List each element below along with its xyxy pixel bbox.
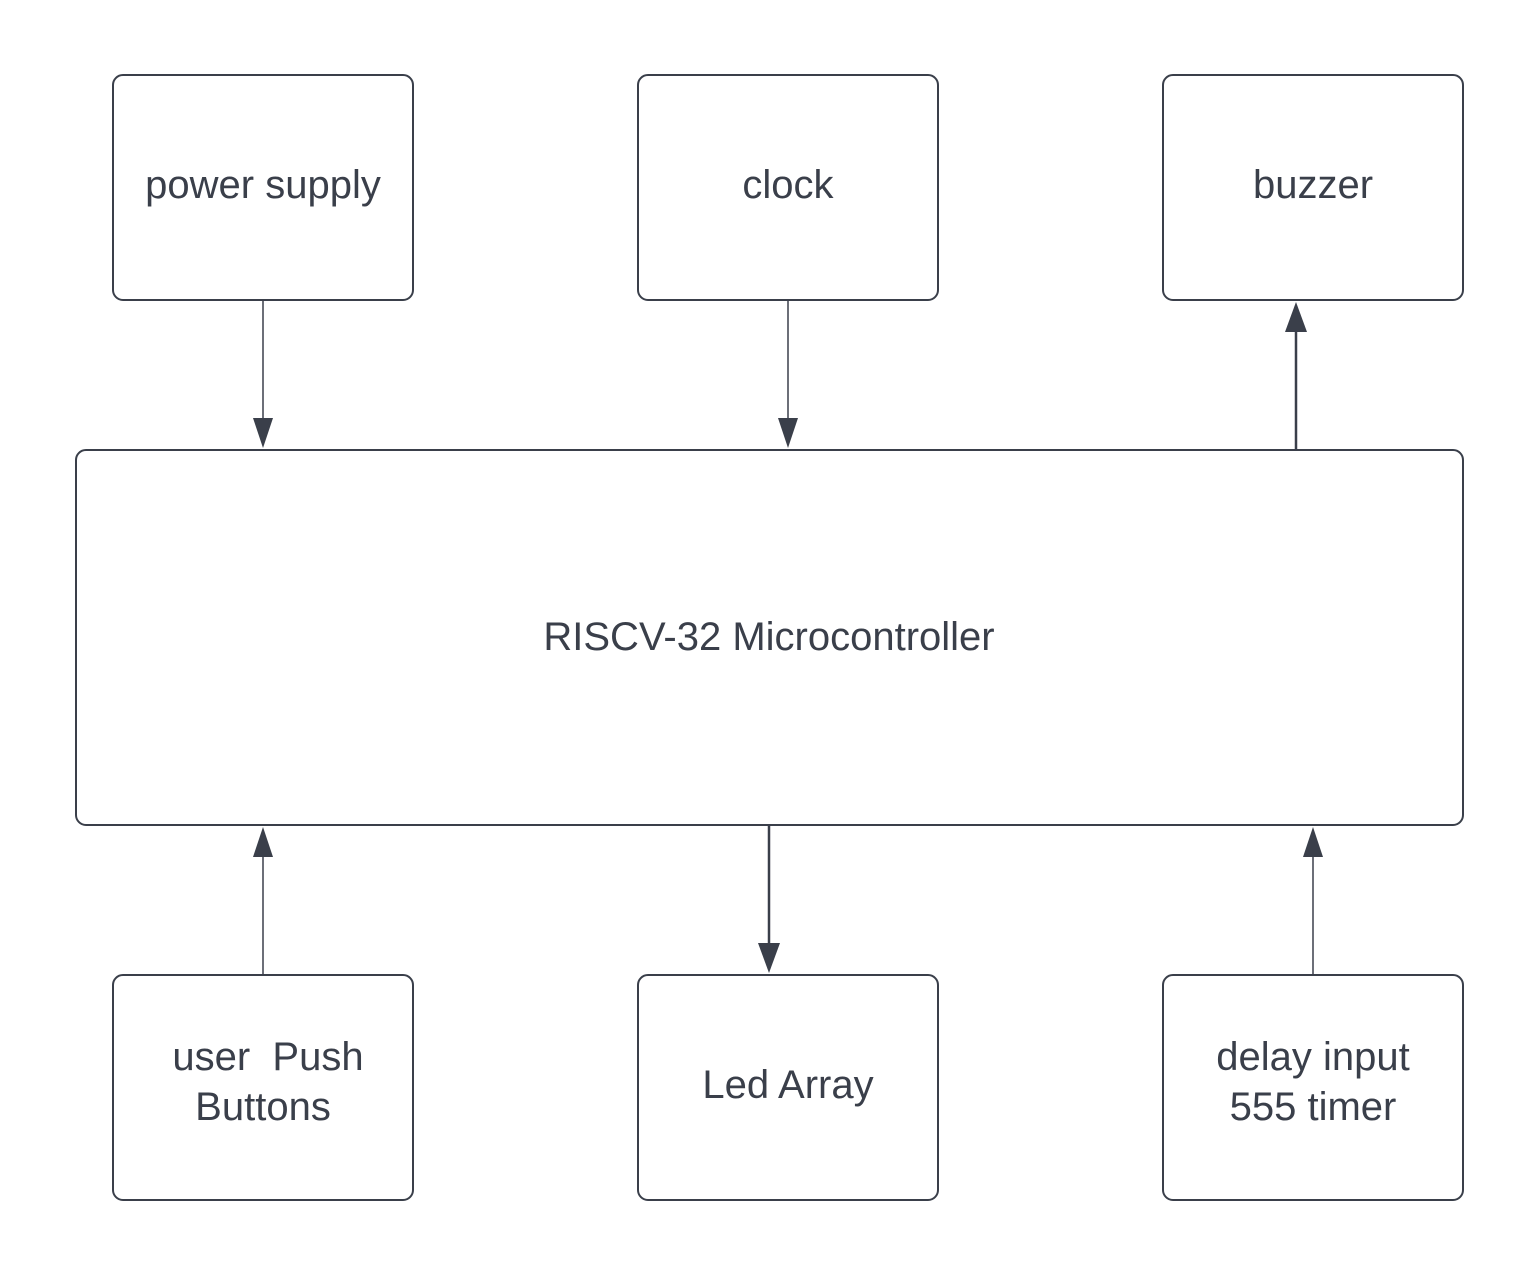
led-array-label: Led Array — [702, 1063, 873, 1107]
delay-input-label-line2: 555 timer — [1230, 1085, 1397, 1129]
delay-input-block[interactable]: delay input 555 timer — [1162, 974, 1464, 1201]
push-buttons-label-line2: Buttons — [195, 1085, 331, 1129]
power-supply-block[interactable]: power supply — [112, 74, 414, 301]
arrow-buttons-to-mcu — [253, 827, 273, 975]
clock-label: clock — [742, 163, 834, 207]
buzzer-label: buzzer — [1253, 163, 1373, 207]
led-array-block[interactable]: Led Array — [637, 974, 939, 1201]
arrow-power-to-mcu — [253, 300, 273, 448]
push-buttons-block[interactable]: user Push Buttons — [112, 974, 414, 1201]
buzzer-block[interactable]: buzzer — [1162, 74, 1464, 301]
power-supply-label: power supply — [145, 163, 381, 207]
microcontroller-label: RISCV-32 Microcontroller — [543, 615, 994, 659]
microcontroller-block[interactable]: RISCV-32 Microcontroller — [75, 449, 1464, 826]
clock-block[interactable]: clock — [637, 74, 939, 301]
delay-input-label-line1: delay input — [1216, 1035, 1409, 1079]
arrow-mcu-to-buzzer — [1285, 302, 1307, 450]
arrow-delay-to-mcu — [1303, 827, 1323, 975]
arrow-clock-to-mcu — [778, 300, 798, 448]
push-buttons-label-line1: user Push — [172, 1035, 363, 1079]
arrow-mcu-to-led — [758, 825, 780, 973]
